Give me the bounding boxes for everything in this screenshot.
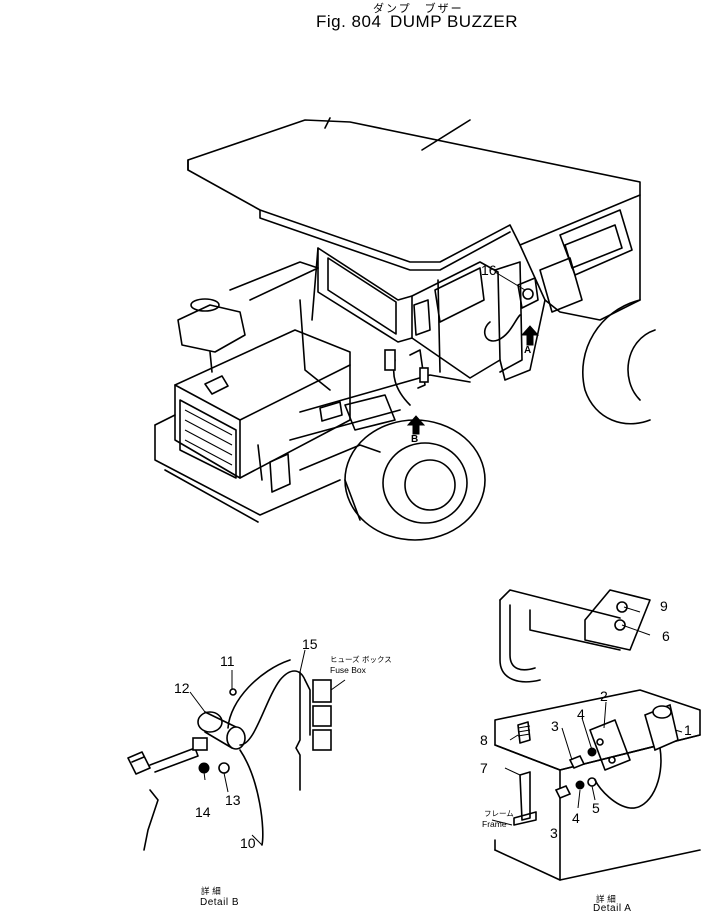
callout-11: 11 <box>220 653 235 669</box>
callout-4-upper: 4 <box>577 706 585 722</box>
callout-3-upper: 3 <box>551 718 559 734</box>
callout-2: 2 <box>600 688 608 704</box>
callout-4-lower: 4 <box>572 810 580 826</box>
detail-a-illustration <box>491 589 701 881</box>
detail-b-illustration <box>127 649 346 851</box>
page-title: DUMP BUZZER <box>390 12 518 31</box>
detail-b-label-jp: 詳 細 <box>201 887 221 897</box>
fuse-box-label: Fuse Box <box>330 665 366 675</box>
fig-number: Fig. 804 <box>316 12 382 31</box>
callout-10: 10 <box>240 835 256 851</box>
callout-14: 14 <box>195 804 211 820</box>
fuse-box-label-jp: ヒューズ ボックス <box>330 655 392 664</box>
callout-6: 6 <box>662 628 670 644</box>
callout-1: 1 <box>684 722 692 738</box>
detail-b-label: Detail B <box>200 897 240 908</box>
callout-5: 5 <box>592 800 600 816</box>
callout-15: 15 <box>302 636 318 652</box>
frame-label-jp: フレーム <box>484 809 514 818</box>
title-jp: ダンプ ブザー <box>373 2 464 15</box>
arrow-a-label: A <box>524 345 532 356</box>
truck-illustration <box>154 117 656 541</box>
callout-7: 7 <box>480 760 488 776</box>
arrow-b-label: B <box>411 434 419 445</box>
callout-12: 12 <box>174 680 190 696</box>
callout-13: 13 <box>225 792 241 808</box>
detail-a-label-jp: 詳 細 <box>596 895 616 905</box>
detail-a-label: Detail A <box>593 903 632 914</box>
callout-9: 9 <box>660 598 668 614</box>
callout-3-lower: 3 <box>550 825 558 841</box>
callout-16: 16 <box>481 262 497 278</box>
frame-label: Frame <box>482 819 507 829</box>
callout-8: 8 <box>480 732 488 748</box>
